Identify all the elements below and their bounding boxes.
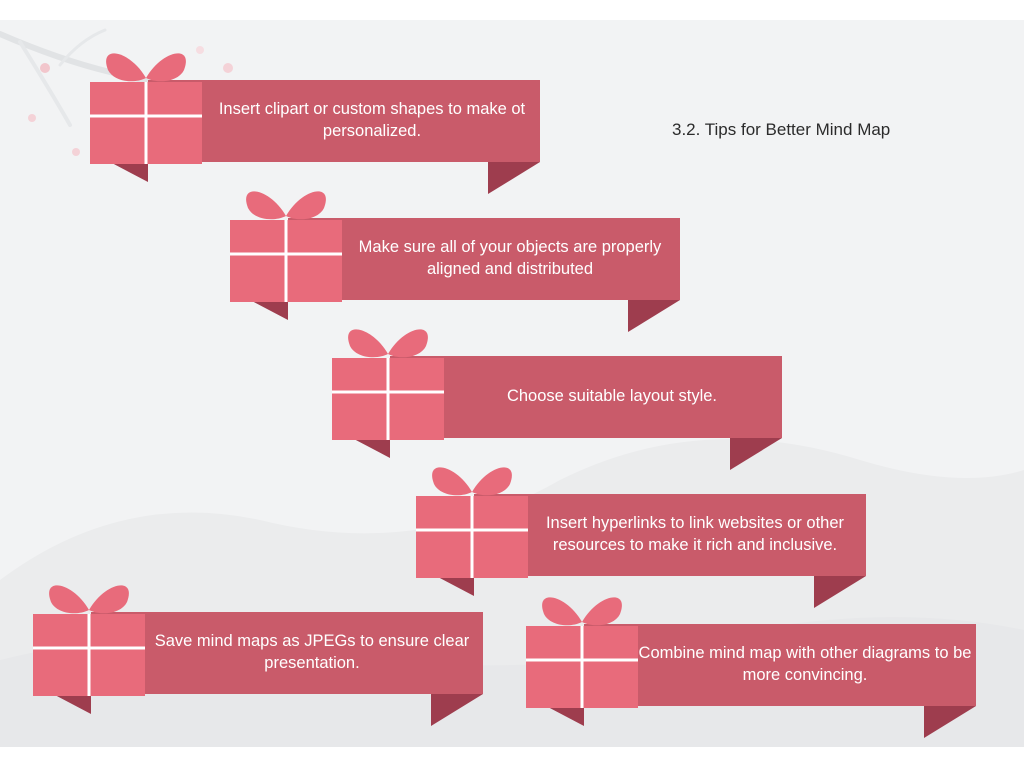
gift-ribbon-graphic — [332, 329, 782, 470]
bow-right-loop — [582, 597, 622, 626]
bow-right-loop — [146, 53, 186, 82]
tip-text: Make sure all of your objects are proper… — [358, 238, 662, 278]
bow-right-loop — [472, 467, 512, 496]
ribbon-tail-right — [814, 576, 866, 608]
tip-text: Choose suitable layout style. — [506, 387, 718, 405]
bow-left-loop — [348, 329, 388, 358]
tip-card: Save mind maps as JPEGs to ensure clear … — [33, 560, 483, 730]
ribbon-tail-right — [730, 438, 782, 470]
ribbon-tail-left — [53, 694, 91, 714]
tip-card: Insert clipart or custom shapes to make … — [90, 28, 540, 198]
ribbon-tail-right — [924, 706, 976, 738]
bow-left-loop — [432, 467, 472, 496]
gift-ribbon-graphic — [230, 191, 680, 332]
bow-left-loop — [49, 585, 89, 614]
bow-right-loop — [286, 191, 326, 220]
tip-text: Save mind maps as JPEGs to ensure clear … — [154, 632, 470, 672]
tip-text: Combine mind map with other diagrams to … — [638, 644, 972, 684]
bow-left-loop — [246, 191, 286, 220]
page-title: 3.2. Tips for Better Mind Map — [672, 120, 891, 139]
gift-ribbon-graphic — [90, 53, 540, 194]
ribbon-band — [148, 80, 540, 162]
ribbon-tail-left — [250, 300, 288, 320]
bow-right-loop — [89, 585, 129, 614]
ribbon-tail-right — [628, 300, 680, 332]
ribbon-band — [91, 612, 483, 694]
tip-text: Insert hyperlinks to link websites or ot… — [545, 514, 845, 554]
bow-left-loop — [542, 597, 582, 626]
ribbon-band — [390, 356, 782, 438]
bow-right-loop — [388, 329, 428, 358]
tip-card: Combine mind map with other diagrams to … — [526, 572, 976, 742]
ribbon-tail-left — [546, 706, 584, 726]
gift-ribbon-graphic — [416, 467, 866, 608]
bow-left-loop — [106, 53, 146, 82]
gift-ribbon-graphic — [526, 597, 976, 738]
tip-card: Make sure all of your objects are proper… — [230, 166, 680, 336]
tip-text: Insert clipart or custom shapes to make … — [218, 100, 526, 140]
ribbon-tail-left — [352, 438, 390, 458]
tip-card: Insert hyperlinks to link websites or ot… — [416, 442, 866, 612]
gift-ribbon-graphic — [33, 585, 483, 726]
ribbon-band — [584, 624, 976, 706]
tip-card: Choose suitable layout style. — [332, 304, 782, 474]
slide-canvas: 3.2. Tips for Better Mind Map Insert cli… — [0, 20, 1024, 747]
ribbon-tail-left — [436, 576, 474, 596]
ribbon-band — [288, 218, 680, 300]
ribbon-band — [474, 494, 866, 576]
ribbon-tail-right — [488, 162, 540, 194]
ribbon-tail-right — [431, 694, 483, 726]
ribbon-tail-left — [110, 162, 148, 182]
